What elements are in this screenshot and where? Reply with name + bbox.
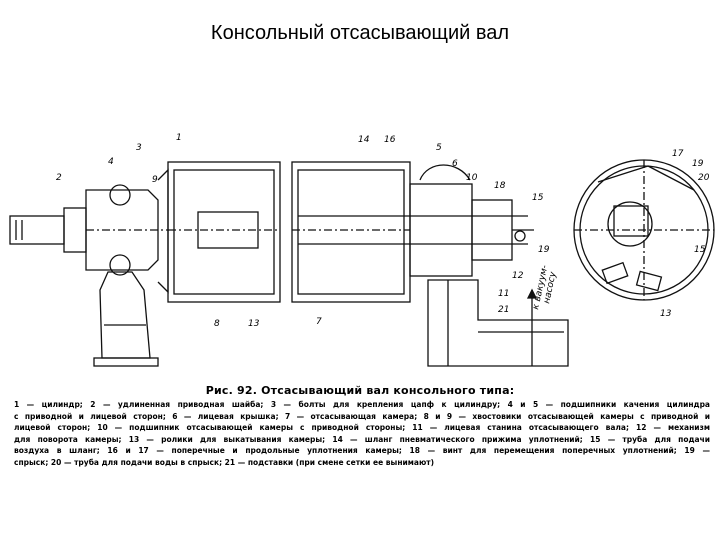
callout-18: 18 xyxy=(494,181,506,191)
callout-1: 1 xyxy=(176,133,182,143)
cross-section-view xyxy=(573,159,715,301)
suction-chamber-tail xyxy=(409,164,534,277)
callout-15-right: 15 xyxy=(694,245,706,255)
callout-7: 7 xyxy=(316,317,322,327)
legend-line: воздуха в шланг; 16 и 17 — поперечные и … xyxy=(14,446,710,455)
callout-5: 5 xyxy=(436,143,442,153)
figure-caption-title: Рис. 92. Отсасывающий вал консольного ти… xyxy=(205,384,515,397)
callout-16: 16 xyxy=(384,135,396,145)
face-frame xyxy=(427,279,569,367)
callout-2: 2 xyxy=(56,173,62,183)
callout-6: 6 xyxy=(452,159,458,169)
technical-drawing: 1 2 3 4 5 6 7 8 9 10 11 12 13 13 14 15 1… xyxy=(8,120,720,380)
callout-11: 11 xyxy=(498,289,509,299)
callout-13-left: 13 xyxy=(248,319,260,329)
callout-17: 17 xyxy=(672,149,684,159)
callout-13-right: 13 xyxy=(660,309,672,319)
cylinder-left-section xyxy=(157,161,281,303)
callout-4: 4 xyxy=(108,157,114,167)
callout-3: 3 xyxy=(136,143,142,153)
callout-10: 10 xyxy=(466,173,478,183)
figure-legend: 1 — цилиндр; 2 — удлиненная приводная ша… xyxy=(14,399,710,468)
callout-9: 9 xyxy=(152,175,158,185)
shaft-drawing-svg: 1 2 3 4 5 6 7 8 9 10 11 12 13 13 14 15 1… xyxy=(9,133,715,367)
legend-line: 1 — цилиндр; 2 — удлиненная приводная ша… xyxy=(14,400,710,409)
legend-line: лицевой сторон; 10 — подшипник отсасываю… xyxy=(14,423,710,432)
legend-line: спрыск; 20 — труба для подачи воды в спр… xyxy=(14,457,435,467)
callout-15-left: 15 xyxy=(532,193,544,203)
slide-title: Консольный отсасывающий вал xyxy=(210,22,510,44)
callout-20: 20 xyxy=(698,173,710,183)
callout-19-left: 19 xyxy=(538,245,550,255)
callout-12: 12 xyxy=(512,271,524,281)
support-stand xyxy=(93,271,159,367)
callout-19-right: 19 xyxy=(692,159,704,169)
cylinder-right-section xyxy=(291,161,528,303)
drive-shaft-stub xyxy=(9,207,87,253)
legend-line: для поворота камеры; 13 — ролики для вык… xyxy=(14,434,710,444)
legend-line: с приводной и лицевой сторон; 6 — лицева… xyxy=(14,411,710,421)
bearing-housing xyxy=(85,184,168,276)
callout-8: 8 xyxy=(214,319,220,329)
callout-21: 21 xyxy=(498,305,509,315)
callout-14: 14 xyxy=(358,135,370,145)
